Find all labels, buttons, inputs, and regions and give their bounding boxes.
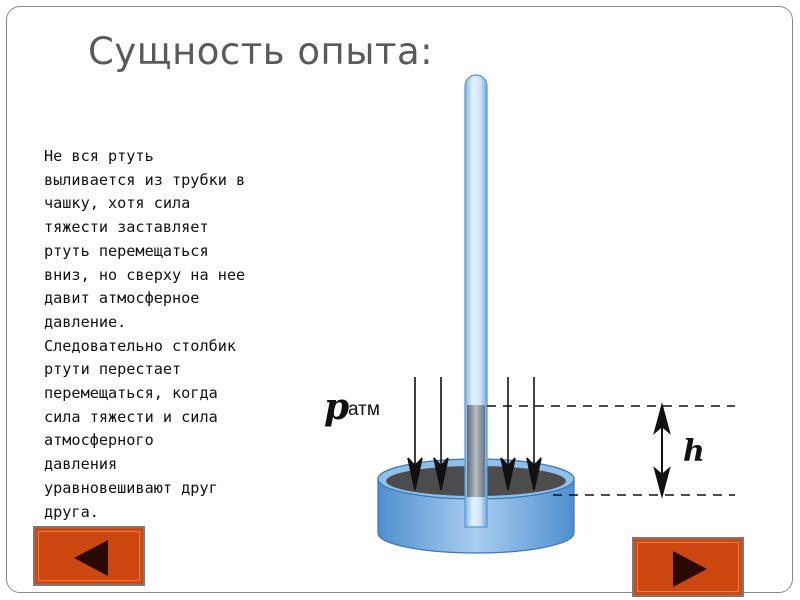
pressure-symbol: p	[324, 386, 349, 428]
previous-slide-button[interactable]	[33, 526, 145, 586]
triangle-left-icon	[35, 528, 147, 588]
height-label: h	[683, 434, 705, 469]
height-arrow-icon	[655, 406, 669, 495]
next-slide-button[interactable]	[632, 537, 744, 597]
triangle-right-icon	[634, 539, 746, 599]
mercury-column	[467, 405, 485, 497]
pressure-subscript: атм	[348, 399, 380, 420]
glass-tube	[465, 75, 487, 527]
